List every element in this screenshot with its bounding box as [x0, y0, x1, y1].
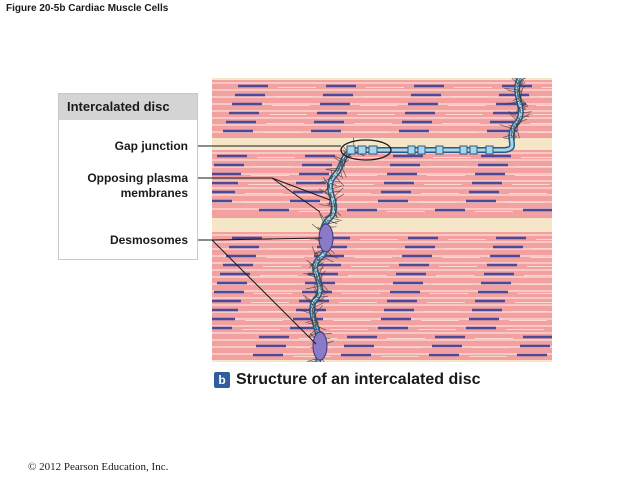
desmosomes-leader-a [211, 237, 323, 241]
label-opposing-plasma-membranes: Opposing plasma membranes [87, 171, 188, 200]
opposing-membranes-leader-a [271, 177, 331, 201]
legend-panel: Intercalated disc [58, 93, 198, 260]
gap-junction-row [346, 145, 494, 155]
label-gap-junction: Gap junction [114, 139, 188, 153]
opposing-membranes-leader-b [271, 177, 321, 213]
desmosome-lower [312, 331, 328, 361]
copyright-notice: © 2012 Pearson Education, Inc. [28, 461, 169, 473]
caption-badge: b [214, 372, 230, 388]
label-desmosomes: Desmosomes [109, 233, 188, 247]
figure-title: Figure 20-5b Cardiac Muscle Cells [6, 3, 169, 14]
gap-junction-highlight [340, 139, 392, 161]
legend-heading: Intercalated disc [59, 94, 197, 120]
caption-text: Structure of an intercalated disc [236, 371, 481, 388]
caption: b Structure of an intercalated disc [214, 371, 481, 389]
desmosomes-leader-b [211, 239, 317, 345]
cardiac-muscle-cell [212, 80, 552, 138]
